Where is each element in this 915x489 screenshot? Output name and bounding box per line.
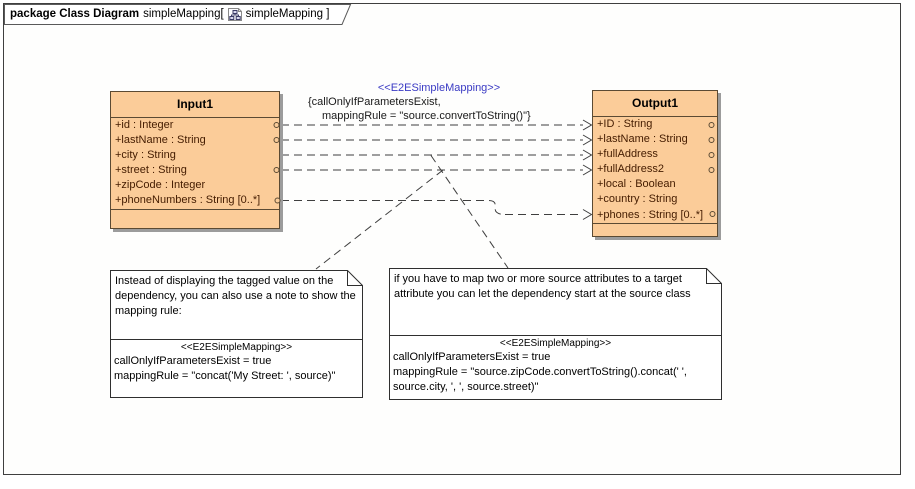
note-right-shape[interactable] <box>389 268 722 400</box>
class-input1[interactable]: Input1 +id : Integer +lastName : String … <box>110 91 280 229</box>
note-left-stereotype: <<E2ESimpleMapping>> <box>180 342 293 353</box>
attribute-row-city[interactable]: +city : String <box>115 149 176 162</box>
attribute-row-lastname[interactable]: +lastName : String <box>115 134 206 147</box>
open-arrowhead-icon <box>582 209 593 220</box>
diagram-frame <box>3 3 901 475</box>
frame-header[interactable]: package Class Diagram simpleMapping[ sim… <box>10 4 329 24</box>
note-right-fold-icon <box>706 268 722 284</box>
note-right-body: if you have to map two or more source at… <box>389 268 722 336</box>
frame-header-kind: package Class Diagram <box>10 8 140 20</box>
open-arrowhead-icon <box>582 134 593 146</box>
attribute-row-local[interactable]: +local : Boolean <box>597 178 676 191</box>
note-left-shape[interactable] <box>110 270 363 398</box>
dependency-label[interactable]: <<E2ESimpleMapping>> {callOnlyIfParamete… <box>303 81 575 123</box>
note-left[interactable]: Instead of displaying the tagged value o… <box>110 270 363 384</box>
operations-compartment-empty <box>111 210 279 228</box>
note-left-tag2: mappingRule = "concat('My Street: ', sou… <box>114 370 336 382</box>
dependency-tag-line1: {callOnlyIfParametersExist, <box>308 96 441 108</box>
frame-header-suffix: simpleMapping ] <box>245 8 330 20</box>
open-arrowhead-icon <box>582 164 593 176</box>
attribute-row-country[interactable]: +country : String <box>597 193 678 206</box>
attribute-row-phonenumbers[interactable]: +phoneNumbers : String [0..*] <box>115 194 261 207</box>
dependency-stereotype: <<E2ESimpleMapping>> <box>377 82 501 94</box>
operations-compartment-empty <box>593 224 717 236</box>
attribute-row-zipcode[interactable]: +zipCode : Integer <box>115 179 206 192</box>
attribute-row-street[interactable]: +street : String <box>115 164 187 177</box>
open-arrowhead-group <box>582 119 593 220</box>
frame-header-tab[interactable] <box>4 4 352 25</box>
note-right[interactable]: if you have to map two or more source at… <box>389 268 722 395</box>
dependency-line-hop[interactable] <box>488 200 506 215</box>
note-anchor-right[interactable] <box>430 155 509 269</box>
dependency-tag-line2: mappingRule = "source.convertToString()"… <box>322 110 531 122</box>
open-arrowhead-icon <box>582 149 593 161</box>
attribute-row-lastname[interactable]: +lastName : String <box>597 133 688 146</box>
attribute-row-id[interactable]: +id : Integer <box>115 119 174 131</box>
attribute-row-ID[interactable]: +ID : String <box>597 118 653 130</box>
class-output1-name[interactable]: Output1 <box>593 91 717 117</box>
note-right-tag1: callOnlyIfParametersExist = true <box>393 351 551 363</box>
note-right-stereotype: <<E2ESimpleMapping>> <box>499 338 612 349</box>
note-right-tag2: mappingRule = "source.zipCode.convertToS… <box>393 366 687 393</box>
attribute-row-fulladdress[interactable]: +fullAddress <box>597 148 658 161</box>
frame-header-name: simpleMapping[ <box>143 8 224 20</box>
note-left-body: Instead of displaying the tagged value o… <box>110 270 363 340</box>
attribute-row-fulladdress2[interactable]: +fullAddress2 <box>597 163 664 176</box>
attribute-row-phones[interactable]: +phones : String [0..*] <box>597 208 704 221</box>
open-arrowhead-icon <box>582 119 593 131</box>
class-diagram-icon <box>227 7 242 21</box>
note-left-fold-icon <box>347 270 363 286</box>
note-left-tag1: callOnlyIfParametersExist = true <box>114 355 272 367</box>
note-anchor-left[interactable] <box>315 169 444 270</box>
class-output1[interactable]: Output1 +ID : String +lastName : String … <box>592 90 718 237</box>
class-input1-name[interactable]: Input1 <box>111 92 279 118</box>
